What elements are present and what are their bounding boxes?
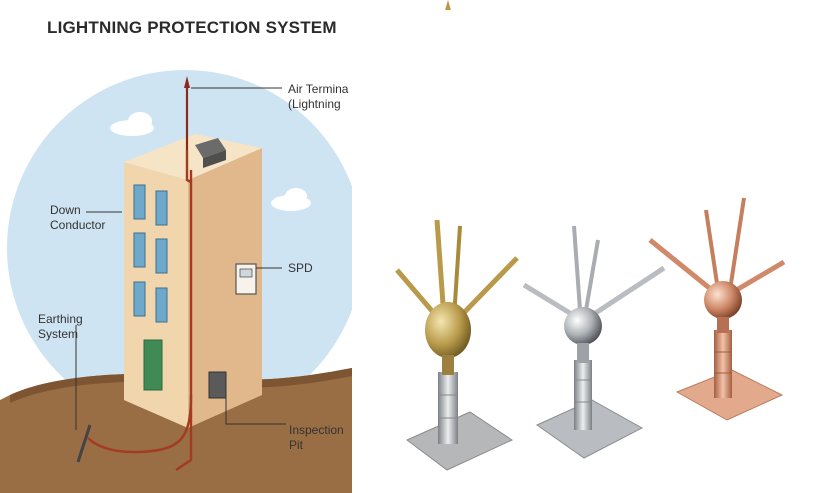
down-conductor-path [175,150,193,471]
label-inspection-pit: Inspection Pit [289,423,344,452]
brass-lightning-rod [395,0,519,471]
label-earthing-system: Earthing System [38,312,83,341]
inspection-pit-box [208,371,227,399]
label-air-terminal: Air Termina (Lightning [288,82,349,111]
leader-lines [75,87,286,430]
earth-rod [76,424,92,463]
door [143,339,163,391]
ground-edge [10,368,352,403]
building-roof [124,134,262,180]
lightning-rods-photo [352,0,837,493]
diagram-title: LIGHTNING PROTECTION SYSTEM [47,18,337,37]
spd-box [235,263,257,295]
label-down-conductor: Down Conductor [50,203,106,232]
lightning-rods-graphic [395,0,786,471]
earthing-conductor [87,394,193,454]
diagram-graphic [0,70,352,493]
cloud-right [271,188,311,211]
stainless-lightning-rod [522,0,666,459]
ground [0,368,352,493]
label-spd: SPD [288,261,313,275]
lightning-protection-diagram: LIGHTNING PROTECTION SYSTEM Air Termina … [0,0,352,493]
cloud-left [110,112,154,136]
copper-lightning-rod [648,0,786,421]
roof-unit [195,138,226,158]
building-side [188,148,262,428]
windows [133,184,168,323]
